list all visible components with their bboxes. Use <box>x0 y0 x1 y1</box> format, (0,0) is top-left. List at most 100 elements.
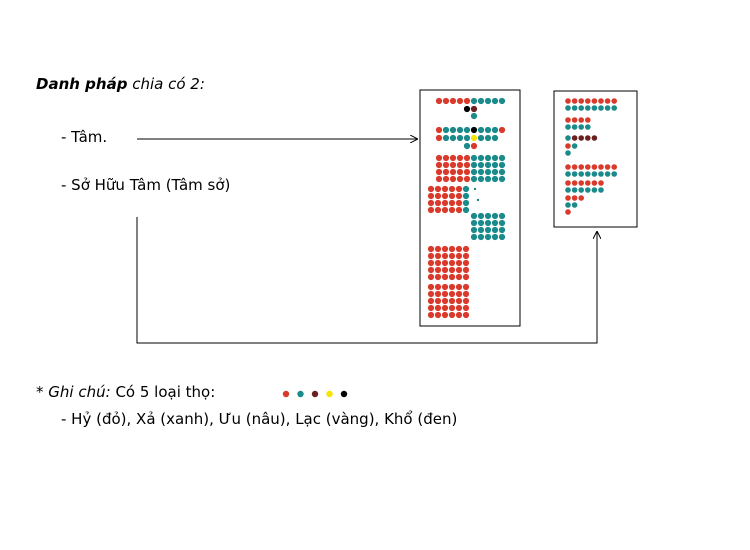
dot-red <box>441 273 449 281</box>
dot-teal <box>456 126 464 134</box>
dot-teal <box>491 226 499 234</box>
dot-red <box>427 259 435 267</box>
dot-red <box>441 297 449 305</box>
dot-red <box>565 143 571 149</box>
dot-red <box>427 290 435 298</box>
legend-dot-yellow <box>326 390 333 398</box>
dot-teal <box>484 226 492 234</box>
dot-teal <box>491 233 499 241</box>
dot-red <box>434 252 442 260</box>
dot-red <box>571 117 578 123</box>
dot-teal <box>571 202 578 208</box>
dot-red <box>598 98 604 104</box>
dot-red <box>455 297 463 305</box>
dot-red <box>434 245 442 253</box>
dot-teal <box>456 134 464 142</box>
dot-teal <box>491 126 499 134</box>
dot-teal <box>565 135 571 141</box>
dot-red <box>448 185 456 193</box>
dot-teal <box>491 154 499 162</box>
dot-teal <box>498 97 506 105</box>
dot-red <box>449 154 457 162</box>
dot-teal <box>484 126 492 134</box>
dot-red <box>456 175 464 183</box>
note-star: * <box>36 383 49 401</box>
dot-teal <box>473 187 477 191</box>
dot-red <box>611 98 617 104</box>
dot-teal <box>477 168 485 176</box>
dot-red <box>434 192 442 200</box>
dot-red <box>434 297 442 305</box>
dot-teal <box>484 161 492 169</box>
item-tam: - Tâm. <box>61 128 108 146</box>
dot-red <box>449 161 457 169</box>
dot-teal <box>591 105 598 111</box>
dot-red <box>442 154 450 162</box>
dot-red <box>427 185 435 193</box>
dot-red <box>455 304 463 312</box>
dot-red <box>434 206 442 214</box>
dot-red <box>434 199 442 207</box>
dot-teal <box>571 124 578 130</box>
dot-teal <box>565 105 571 111</box>
dot-teal <box>491 97 499 105</box>
dot-teal <box>578 171 584 177</box>
dot-red <box>462 304 470 312</box>
dot-teal <box>477 97 485 105</box>
dot-red <box>565 180 571 186</box>
dot-teal <box>470 233 478 241</box>
note-detail: - Hỷ (đỏ), Xả (xanh), Ưu (nâu), Lạc (vàn… <box>61 410 458 428</box>
dot-teal <box>571 105 578 111</box>
dot-red <box>427 192 435 200</box>
dot-red <box>455 199 463 207</box>
dot-red <box>441 311 449 319</box>
dot-red <box>462 273 470 281</box>
dot-red <box>435 134 443 142</box>
dot-teal <box>462 206 470 214</box>
dot-teal <box>498 219 506 227</box>
dot-red <box>585 98 591 104</box>
dot-red <box>448 290 456 298</box>
dot-red <box>427 297 435 305</box>
dot-teal <box>484 212 492 220</box>
dot-red <box>441 245 449 253</box>
dot-teal <box>470 97 478 105</box>
legend-dots <box>282 390 348 398</box>
dot-red <box>456 154 464 162</box>
dot-red <box>434 304 442 312</box>
dot-red <box>463 161 471 169</box>
dot-teal <box>491 219 499 227</box>
dot-teal <box>477 154 485 162</box>
dot-red <box>462 311 470 319</box>
dot-red <box>456 161 464 169</box>
tam-box <box>419 89 521 327</box>
dot-teal <box>491 161 499 169</box>
dot-red <box>442 168 450 176</box>
dot-red <box>441 199 449 207</box>
dot-red <box>448 206 456 214</box>
dot-red <box>462 297 470 305</box>
dot-teal <box>611 171 617 177</box>
dot-red <box>434 283 442 291</box>
dot-red <box>598 180 604 186</box>
dot-red <box>448 273 456 281</box>
dot-red <box>427 283 435 291</box>
dot-red <box>598 164 604 170</box>
dot-red <box>571 180 578 186</box>
dot-teal <box>470 226 478 234</box>
dot-red <box>441 304 449 312</box>
dot-red <box>434 266 442 274</box>
dot-red <box>448 199 456 207</box>
dot-red <box>441 185 449 193</box>
dot-teal <box>477 233 485 241</box>
dot-red <box>442 161 450 169</box>
dot-red <box>441 259 449 267</box>
dot-red <box>604 98 611 104</box>
dot-teal <box>484 154 492 162</box>
dot-brown <box>571 135 578 141</box>
dot-red <box>455 185 463 193</box>
legend-dot-black <box>340 390 348 398</box>
dot-teal <box>565 171 571 177</box>
dot-teal <box>470 168 478 176</box>
dot-teal <box>591 171 598 177</box>
